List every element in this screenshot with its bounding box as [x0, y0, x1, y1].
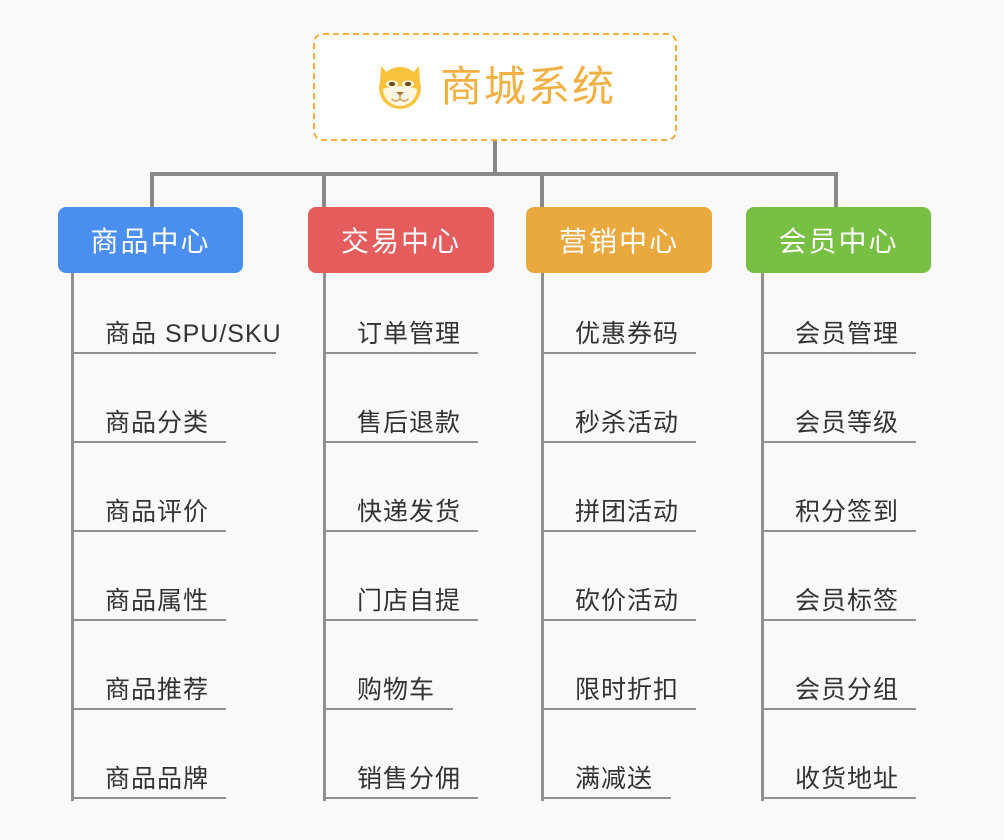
category-header-3-label: 营销中心	[558, 226, 679, 257]
root-title: 商城系统	[439, 63, 616, 110]
leaf-item[interactable]: 门店自提	[323, 532, 478, 621]
column-trunk-3	[541, 273, 544, 801]
leaf-label: 收货地址	[795, 764, 900, 793]
leaf-item[interactable]: 快递发货	[323, 443, 478, 532]
leaf-item[interactable]: 商品推荐	[71, 621, 226, 710]
leaf-label: 秒杀活动	[575, 408, 680, 437]
leaf-label: 满减送	[575, 764, 654, 793]
leaf-label: 优惠券码	[575, 319, 680, 348]
leaf-item[interactable]: 收货地址	[761, 710, 916, 799]
leaf-label: 商品 SPU/SKU	[105, 319, 282, 348]
leaf-label: 订单管理	[357, 319, 462, 348]
root-stem-connector	[493, 141, 497, 174]
leaf-item[interactable]: 满减送	[541, 710, 671, 799]
leaf-label: 会员等级	[795, 408, 900, 437]
leaf-label: 砍价活动	[575, 586, 680, 615]
leaf-item[interactable]: 商品分类	[71, 354, 226, 443]
category-header-4-label: 会员中心	[778, 226, 899, 257]
leaf-item[interactable]: 商品属性	[71, 532, 226, 621]
leaf-label: 商品品牌	[105, 764, 210, 793]
leaf-label: 拼团活动	[575, 497, 680, 526]
leaf-item[interactable]: 销售分佣	[323, 710, 478, 799]
leaf-label: 会员管理	[795, 319, 900, 348]
leaf-label: 门店自提	[357, 586, 462, 615]
leaf-item[interactable]: 订单管理	[323, 265, 478, 354]
leaf-label: 商品分类	[105, 408, 210, 437]
leaf-label: 销售分佣	[357, 764, 462, 793]
leaf-item[interactable]: 会员分组	[761, 621, 916, 710]
shiba-dog-icon	[374, 62, 426, 112]
leaf-item[interactable]: 会员标签	[761, 532, 916, 621]
bus-bar-connector	[150, 172, 838, 176]
column-trunk-1	[71, 273, 74, 801]
drop-connector-2	[322, 172, 326, 207]
leaf-label: 商品评价	[105, 497, 210, 526]
column-trunk-2	[323, 273, 326, 801]
category-header-1[interactable]: 商品中心	[58, 207, 243, 273]
leaf-item[interactable]: 拼团活动	[541, 443, 696, 532]
category-header-2-label: 交易中心	[340, 226, 461, 257]
category-header-3[interactable]: 营销中心	[526, 207, 712, 273]
leaf-label: 会员标签	[795, 586, 900, 615]
leaf-label: 快递发货	[357, 497, 462, 526]
leaf-item[interactable]: 商品评价	[71, 443, 226, 532]
leaf-item[interactable]: 积分签到	[761, 443, 916, 532]
drop-connector-3	[540, 172, 544, 207]
leaf-item[interactable]: 购物车	[323, 621, 453, 710]
leaf-item[interactable]: 砍价活动	[541, 532, 696, 621]
category-header-1-label: 商品中心	[90, 226, 211, 257]
root-node[interactable]: 商城系统	[313, 33, 677, 141]
leaf-label: 会员分组	[795, 675, 900, 704]
leaf-item[interactable]: 商品品牌	[71, 710, 226, 799]
leaf-label: 积分签到	[795, 497, 900, 526]
leaf-item[interactable]: 秒杀活动	[541, 354, 696, 443]
leaf-item[interactable]: 商品 SPU/SKU	[71, 265, 281, 354]
leaf-item[interactable]: 售后退款	[323, 354, 478, 443]
column-trunk-4	[761, 273, 764, 801]
drop-connector-1	[150, 172, 154, 207]
leaf-item[interactable]: 优惠券码	[541, 265, 696, 354]
category-header-4[interactable]: 会员中心	[746, 207, 931, 273]
category-header-2[interactable]: 交易中心	[308, 207, 494, 273]
leaf-item[interactable]: 限时折扣	[541, 621, 696, 710]
leaf-label: 限时折扣	[575, 675, 680, 704]
leaf-label: 商品属性	[105, 586, 210, 615]
leaf-label: 商品推荐	[105, 675, 210, 704]
leaf-label: 售后退款	[357, 408, 462, 437]
leaf-item[interactable]: 会员等级	[761, 354, 916, 443]
leaf-item[interactable]: 会员管理	[761, 265, 916, 354]
drop-connector-4	[834, 172, 838, 207]
leaf-label: 购物车	[357, 675, 436, 704]
